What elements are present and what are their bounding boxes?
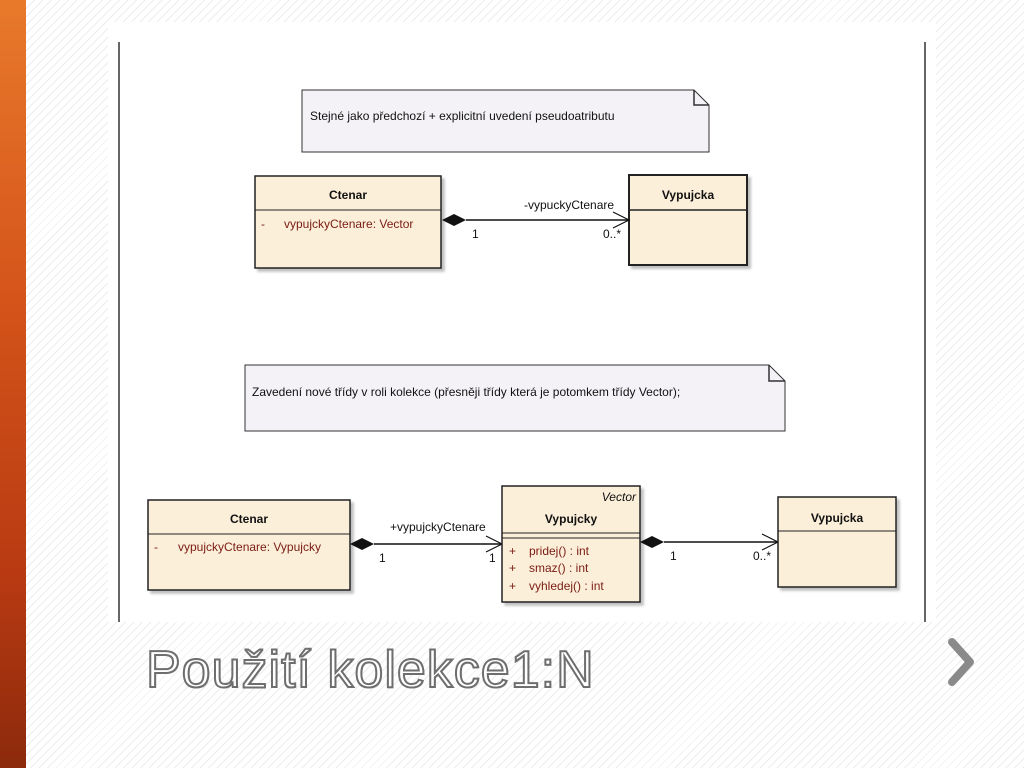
class-name: Vypujcka (811, 511, 864, 525)
slide-content-panel: Stejné jako předchozí + explicitní uvede… (108, 22, 936, 622)
note-2-text: Zavedení nové třídy v roli kolekce (přes… (252, 385, 680, 399)
multiplicity-target: 0..* (753, 549, 771, 563)
method-visibility: + (509, 579, 516, 593)
class-ctenar-2[interactable]: Ctenar - vypujckyCtenare: Vypujcky (147, 499, 351, 591)
multiplicity-source: 1 (472, 227, 479, 241)
multiplicity-source: 1 (670, 549, 677, 563)
note-fold-corner (693, 90, 709, 106)
class-name: Vypujcky (545, 512, 598, 526)
method-text: smaz() : int (529, 561, 589, 575)
chevron-right-icon[interactable] (940, 632, 980, 692)
multiplicity-target: 0..* (603, 227, 621, 241)
class-stereotype: Vector (602, 490, 637, 504)
association-2a: +vypujckyCtenare 1 1 (350, 520, 504, 565)
attribute-text: vypujckyCtenare: Vector (284, 217, 413, 231)
diagram-2: Zavedení nové třídy v roli kolekce (přes… (147, 364, 897, 603)
slide-title: Použití kolekce1:N (145, 640, 595, 700)
class-name: Ctenar (230, 512, 268, 526)
note-fold-corner (768, 365, 785, 382)
method-visibility: + (509, 544, 516, 558)
class-name: Ctenar (329, 188, 367, 202)
method-text: vyhledej() : int (529, 579, 604, 593)
attribute-visibility: - (261, 217, 265, 231)
navigability-arrowhead (612, 211, 631, 229)
association-1: -vypuckyCtenare 1 0..* (442, 198, 631, 241)
accent-sidebar-bar (0, 0, 26, 768)
attribute-text: vypujckyCtenare: Vypujcky (178, 540, 321, 554)
diagram-1: Stejné jako předchozí + explicitní uvede… (254, 89, 748, 269)
composition-diamond (442, 214, 466, 226)
class-ctenar-1[interactable]: Ctenar - vypujckyCtenare: Vector (254, 175, 442, 269)
multiplicity-target: 1 (489, 551, 496, 565)
association-2b: 1 0..* (640, 533, 780, 563)
attribute-visibility: - (154, 540, 158, 554)
method-text: pridej() : int (529, 544, 590, 558)
note-2: Zavedení nové třídy v roli kolekce (přes… (244, 364, 786, 432)
composition-diamond (640, 536, 664, 548)
class-vypujcka-2[interactable]: Vypujcka (777, 496, 897, 588)
association-role: +vypujckyCtenare (390, 520, 486, 534)
class-name: Vypujcka (662, 188, 715, 202)
composition-diamond (350, 538, 374, 550)
class-vypujcky[interactable]: Vector Vypujcky + pridej() : int + smaz(… (501, 485, 641, 603)
class-vypujcka-1[interactable]: Vypujcka (628, 174, 748, 266)
note-1-text: Stejné jako předchozí + explicitní uvede… (310, 109, 615, 123)
method-visibility: + (509, 561, 516, 575)
multiplicity-source: 1 (379, 551, 386, 565)
association-role: -vypuckyCtenare (524, 198, 614, 212)
uml-diagram-canvas: Stejné jako předchozí + explicitní uvede… (118, 42, 926, 622)
note-1: Stejné jako předchozí + explicitní uvede… (301, 89, 710, 153)
